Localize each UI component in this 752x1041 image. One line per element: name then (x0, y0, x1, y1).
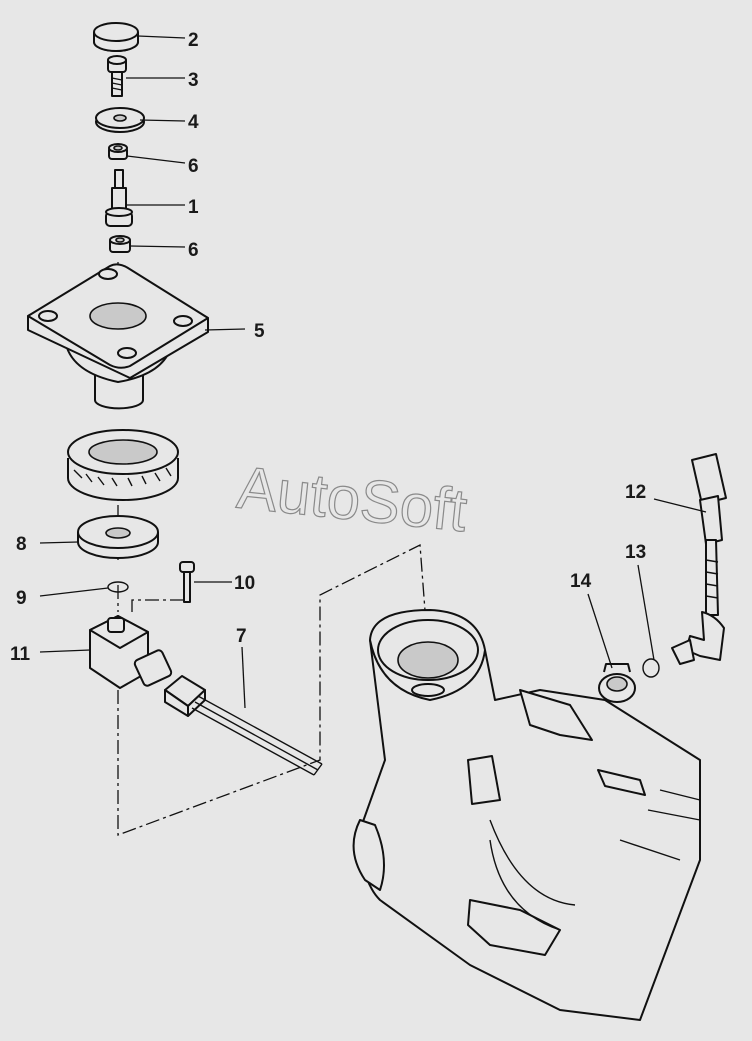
part-5-flange-housing (27, 263, 209, 410)
callout-14: 14 (570, 571, 592, 592)
part-1-shaft (105, 169, 133, 227)
callout-6-lower: 6 (188, 240, 199, 261)
callout-6-upper: 6 (188, 156, 199, 177)
part-6-lower-nut (109, 235, 131, 253)
part-13-oring (642, 658, 660, 678)
callout-4: 4 (188, 112, 199, 133)
callout-8: 8 (16, 534, 27, 555)
watermark: AutoSoft (234, 454, 470, 545)
callout-13: 13 (625, 542, 646, 563)
part-3-screw (107, 55, 127, 97)
part-14-plug (598, 663, 636, 703)
callout-11: 11 (10, 644, 31, 665)
callout-7: 7 (236, 626, 247, 647)
callout-5: 5 (254, 321, 265, 342)
callout-2: 2 (188, 30, 199, 51)
part-6-upper-nut (108, 143, 128, 160)
part-10-bolt (179, 561, 195, 603)
part-2-cap (93, 22, 139, 52)
part-11-sensor (89, 615, 173, 689)
leader-lines (39, 35, 707, 709)
axle-housing (352, 609, 701, 1021)
callout-12: 12 (625, 482, 646, 503)
part-12-speed-sensor (671, 453, 727, 665)
callout-10: 10 (234, 573, 255, 594)
part-9-oring (107, 581, 129, 593)
bearing (67, 429, 179, 501)
callout-3: 3 (188, 70, 199, 91)
callout-labels: 2 3 4 6 1 6 5 8 9 10 11 7 12 13 14 (10, 30, 646, 665)
callout-1: 1 (188, 197, 199, 218)
callout-9: 9 (16, 588, 27, 609)
part-4-plate (95, 107, 145, 133)
part-8-washer (77, 515, 159, 559)
part-7-harness (164, 675, 323, 776)
